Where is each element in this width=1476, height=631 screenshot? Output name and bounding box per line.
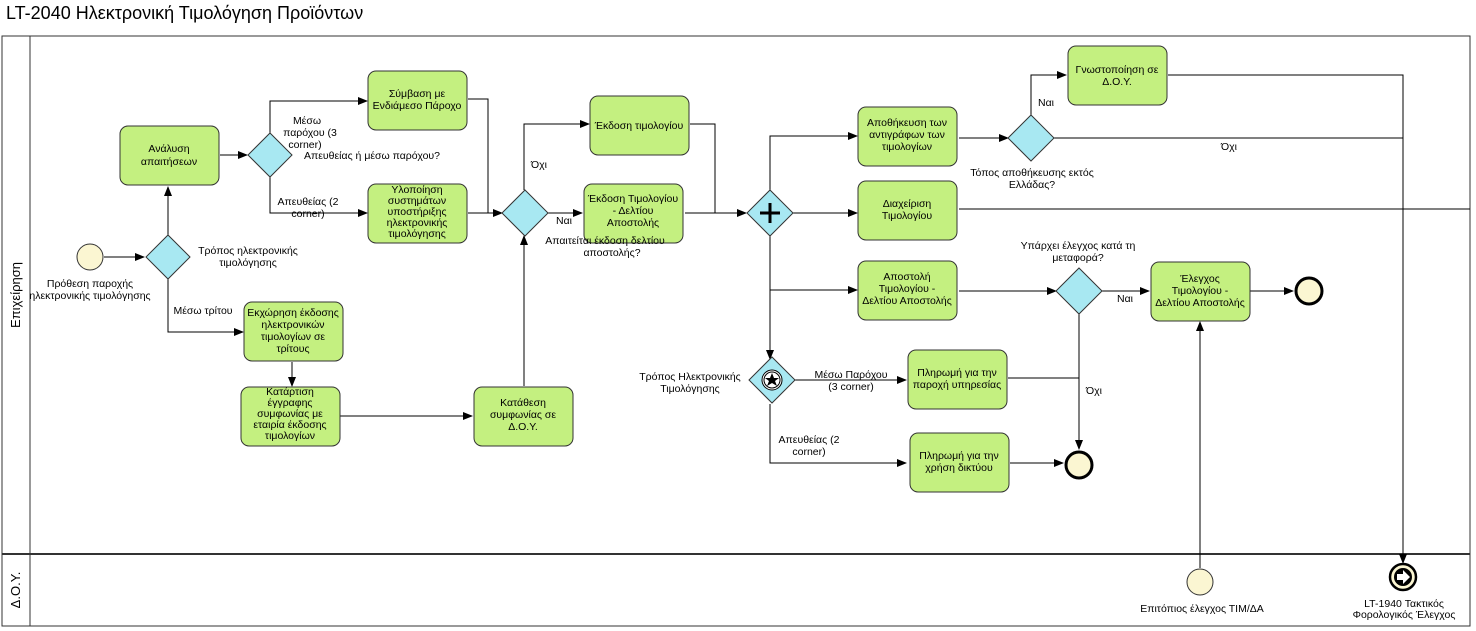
task-issue-invoice[interactable]: Έκδοση τιμολογίου — [589, 95, 690, 156]
sequence-flows — [104, 71, 1470, 568]
label-yes-3: Ναι — [1117, 293, 1134, 305]
gateway-direct-or-provider[interactable] — [247, 132, 293, 178]
label-no-3: Όχι — [1085, 385, 1103, 397]
svg-text:Έκδοση τιμολογίου: Έκδοση τιμολογίου — [594, 120, 684, 132]
diagram-title: LT-2040 Ηλεκτρονική Τιμολόγηση Προϊόντων — [6, 3, 363, 23]
lane-tax-office — [1, 553, 1471, 627]
lane-label-business: Επιχείρηση — [8, 262, 23, 328]
gateway-merge-note[interactable] — [501, 189, 549, 237]
gateway-storage-abroad[interactable] — [1007, 114, 1055, 162]
label-direct-or-provider: Απευθείας ή μέσω παρόχου? — [304, 150, 440, 162]
event-based-gateway-icon[interactable] — [748, 356, 796, 404]
start-event[interactable] — [76, 243, 104, 271]
gateway-invoicing-mode[interactable] — [145, 234, 191, 280]
link-event-icon[interactable] — [1388, 562, 1418, 592]
end-event[interactable] — [1294, 276, 1324, 306]
label-onsite-check: Επιτόπιος έλεγχος ΤΙΜ/ΔΑ — [1140, 603, 1264, 615]
start-event-onsite-check[interactable] — [1186, 568, 1214, 596]
lane-label-tax-office: Δ.Ο.Υ. — [8, 572, 23, 609]
label-no-1: Όχι — [530, 159, 548, 171]
label-yes-2: Ναι — [1038, 97, 1055, 109]
label-via-provider-2: Μέσω Παρόχου(3 corner) — [814, 369, 887, 393]
label-yes-1: Ναι — [556, 215, 573, 227]
parallel-gateway-icon[interactable] — [746, 189, 794, 237]
svg-text:Γνωστοποίηση σεΔ.Ο.Υ.: Γνωστοποίηση σεΔ.Ο.Υ. — [1076, 64, 1159, 88]
label-no-2: Όχι — [1220, 141, 1238, 153]
label-via-third: Μέσω τρίτου — [173, 305, 232, 317]
gateway-transport-check[interactable] — [1055, 267, 1103, 315]
end-event-payment[interactable] — [1064, 450, 1094, 480]
